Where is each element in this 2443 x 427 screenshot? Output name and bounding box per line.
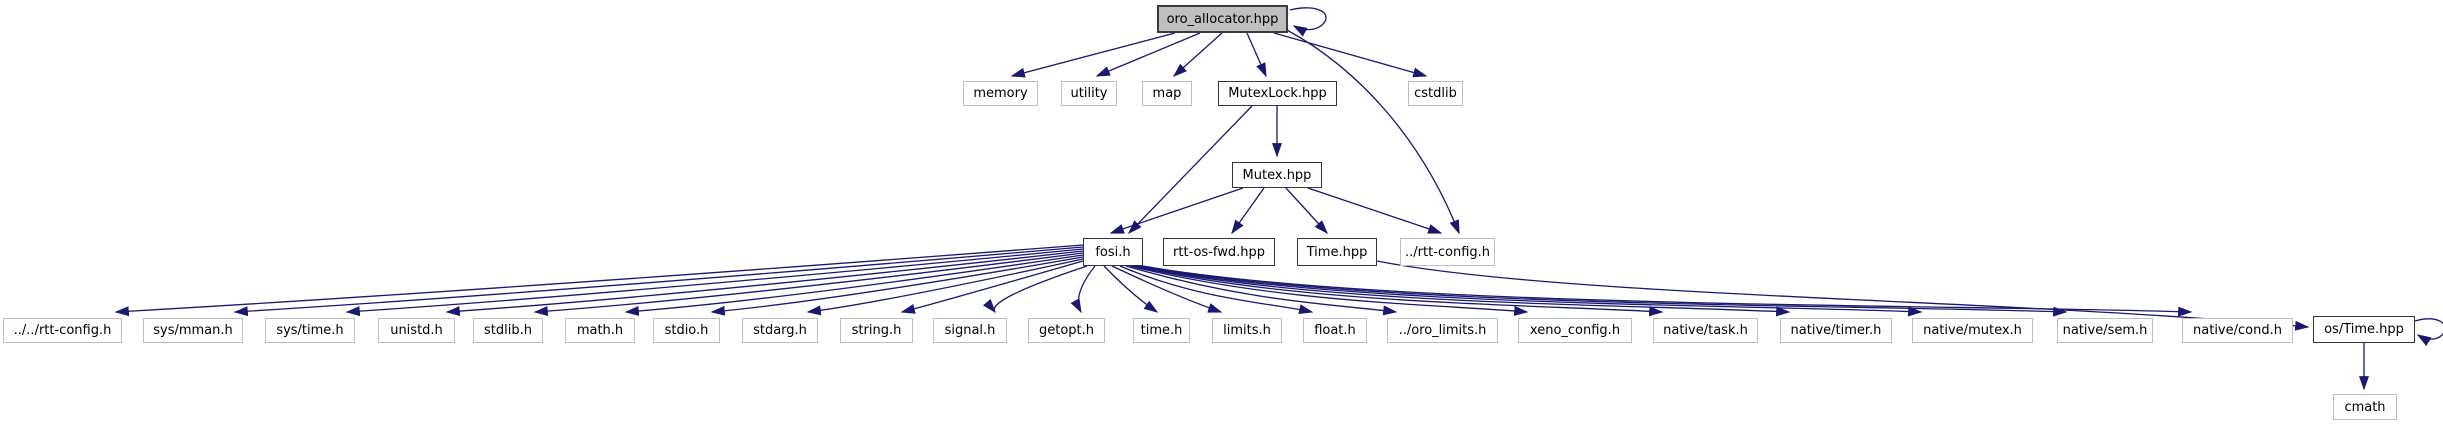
- node-stdio-h: stdio.h: [653, 318, 720, 343]
- node-memory: memory: [963, 81, 1038, 106]
- edge-fosi-to-xeno-config: [1129, 265, 1529, 316]
- node-rtt-config2-h: ../../rtt-config.h: [3, 318, 122, 343]
- node-native-sem-h: native/sem.h: [2057, 318, 2153, 343]
- node-string-h: string.h: [840, 318, 913, 343]
- edge-oro-allocator-to-utility: [1095, 32, 1201, 77]
- node-cmath: cmath: [2333, 394, 2397, 420]
- edge-fosi-to-native-mutex: [1138, 265, 1923, 317]
- node-native-timer-h: native/timer.h: [1780, 318, 1892, 343]
- node-native-mutex-h: native/mutex.h: [1912, 318, 2033, 343]
- node-mutex-hpp[interactable]: Mutex.hpp: [1232, 162, 1322, 188]
- edge-fosi-to-native-sem: [1140, 265, 2068, 317]
- edge-fosi-to-getopt: [1070, 265, 1096, 314]
- edge-mutex-to-rtt-os-fwd: [1231, 187, 1265, 235]
- edge-fosi-to-stdlib: [533, 252, 1084, 317]
- edge-fosi-to-oro-limits: [1125, 265, 1398, 316]
- node-xeno-config-h: xeno_config.h: [1518, 318, 1632, 343]
- edge-oro-allocator-to-memory: [1010, 32, 1176, 78]
- node-signal-h: signal.h: [933, 318, 1007, 343]
- edge-oro-allocator-self: [1289, 7, 1327, 37]
- edge-fosi-to-string: [900, 260, 1084, 314]
- edge-time-to-os-time: [1376, 260, 2310, 331]
- node-mutexlock-hpp[interactable]: MutexLock.hpp: [1218, 81, 1337, 106]
- edge-fosi-to-rtt-config2: [114, 244, 1084, 317]
- edge-fosi-to-sys-mman: [233, 246, 1084, 317]
- node-limits-h: limits.h: [1212, 318, 1282, 343]
- edge-fosi-to-time-h: [1103, 265, 1159, 313]
- edge-oro-allocator-to-map: [1172, 32, 1223, 77]
- node-time-hpp[interactable]: Time.hpp: [1297, 238, 1377, 266]
- edge-fosi-to-signal: [982, 265, 1088, 314]
- node-stdlib-h: stdlib.h: [473, 318, 543, 343]
- edge-fosi-to-float: [1119, 265, 1314, 315]
- edge-oro-allocator-to-mutexlock: [1246, 32, 1267, 78]
- node-getopt-h: getopt.h: [1028, 318, 1105, 343]
- edge-fosi-to-sys-time: [345, 248, 1084, 317]
- edge-mutexlock-to-fosi: [1128, 105, 1253, 235]
- node-utility: utility: [1061, 81, 1117, 106]
- node-native-task-h: native/task.h: [1653, 318, 1758, 343]
- node-float-h: float.h: [1303, 318, 1367, 343]
- edge-fosi-to-native-task: [1132, 265, 1664, 317]
- edge-oro-allocator-to-cstdlib: [1273, 32, 1428, 78]
- edge-mutex-to-fosi: [1109, 187, 1244, 234]
- edge-fosi-to-native-timer: [1135, 265, 1791, 317]
- edge-oro-allocator-to-rtt-config: [1286, 29, 1460, 235]
- node-rtt-os-fwd-hpp[interactable]: rtt-os-fwd.hpp: [1163, 238, 1275, 266]
- node-sys-time-h: sys/time.h: [265, 318, 355, 343]
- node-stdarg-h: stdarg.h: [742, 318, 818, 343]
- node-native-cond-h: native/cond.h: [2182, 318, 2293, 343]
- edge-fosi-to-math: [624, 254, 1084, 316]
- node-oro-limits-h: ../oro_limits.h: [1387, 318, 1498, 343]
- edge-fosi-to-stdarg: [806, 258, 1084, 316]
- node-oro-allocator-hpp: oro_allocator.hpp: [1157, 5, 1288, 33]
- node-map: map: [1142, 81, 1192, 106]
- edge-mutex-to-time: [1285, 187, 1328, 235]
- edge-os-time-self: [2414, 318, 2443, 347]
- edge-fosi-to-native-cond: [1142, 265, 2193, 317]
- node-math-h: math.h: [565, 318, 635, 343]
- node-cstdlib: cstdlib: [1408, 81, 1463, 106]
- edge-fosi-to-stdio: [710, 256, 1084, 316]
- node-rtt-config-h: ../rtt-config.h: [1400, 238, 1495, 266]
- node-time-h: time.h: [1133, 318, 1190, 343]
- node-unistd-h: unistd.h: [378, 318, 455, 343]
- node-sys-mman-h: sys/mman.h: [143, 318, 243, 343]
- node-os-time-hpp[interactable]: os/Time.hpp: [2313, 316, 2415, 343]
- edge-fosi-to-unistd: [445, 250, 1084, 317]
- edge-fosi-to-limits: [1111, 265, 1223, 313]
- node-fosi-h[interactable]: fosi.h: [1083, 238, 1143, 266]
- edge-mutex-to-rtt-config: [1307, 187, 1443, 234]
